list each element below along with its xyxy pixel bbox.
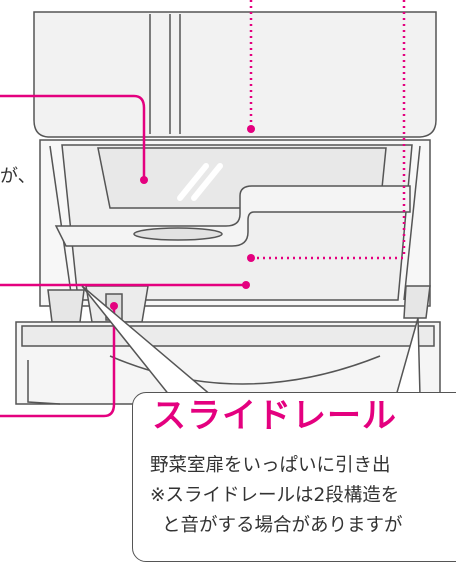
leader-line-bend-top: [133, 94, 146, 178]
marker-dot-upper-compartment: [247, 125, 255, 133]
vegetable-drawer: [39, 139, 431, 307]
callout-line-2: ※スライドレールは2段構造を: [150, 485, 400, 506]
marker-dot-rail: [110, 302, 118, 310]
upper-compartment: [33, 11, 437, 138]
callout-title: スライドレール: [152, 396, 397, 436]
callout-line-1: 野菜室扉をいっぱいに引き出: [150, 455, 391, 476]
slide-rail-callout-box: [132, 392, 456, 562]
pink-leaders: [0, 0, 406, 418]
leader-line-bend-bottom: [0, 306, 116, 418]
refrigerator-diagram: が、: [0, 0, 441, 418]
pink-dot-markers: [110, 125, 255, 310]
left-text-fragment: が、: [0, 166, 36, 187]
upper-tray: [54, 185, 411, 247]
callout-line-3: と音がする場合がありますが: [162, 515, 403, 536]
marker-dot-upper-tray: [140, 176, 148, 184]
marker-dot-drawer-space: [247, 254, 255, 262]
marker-dot-drawer-bottom: [242, 281, 250, 289]
glare-marks: [177, 163, 223, 201]
